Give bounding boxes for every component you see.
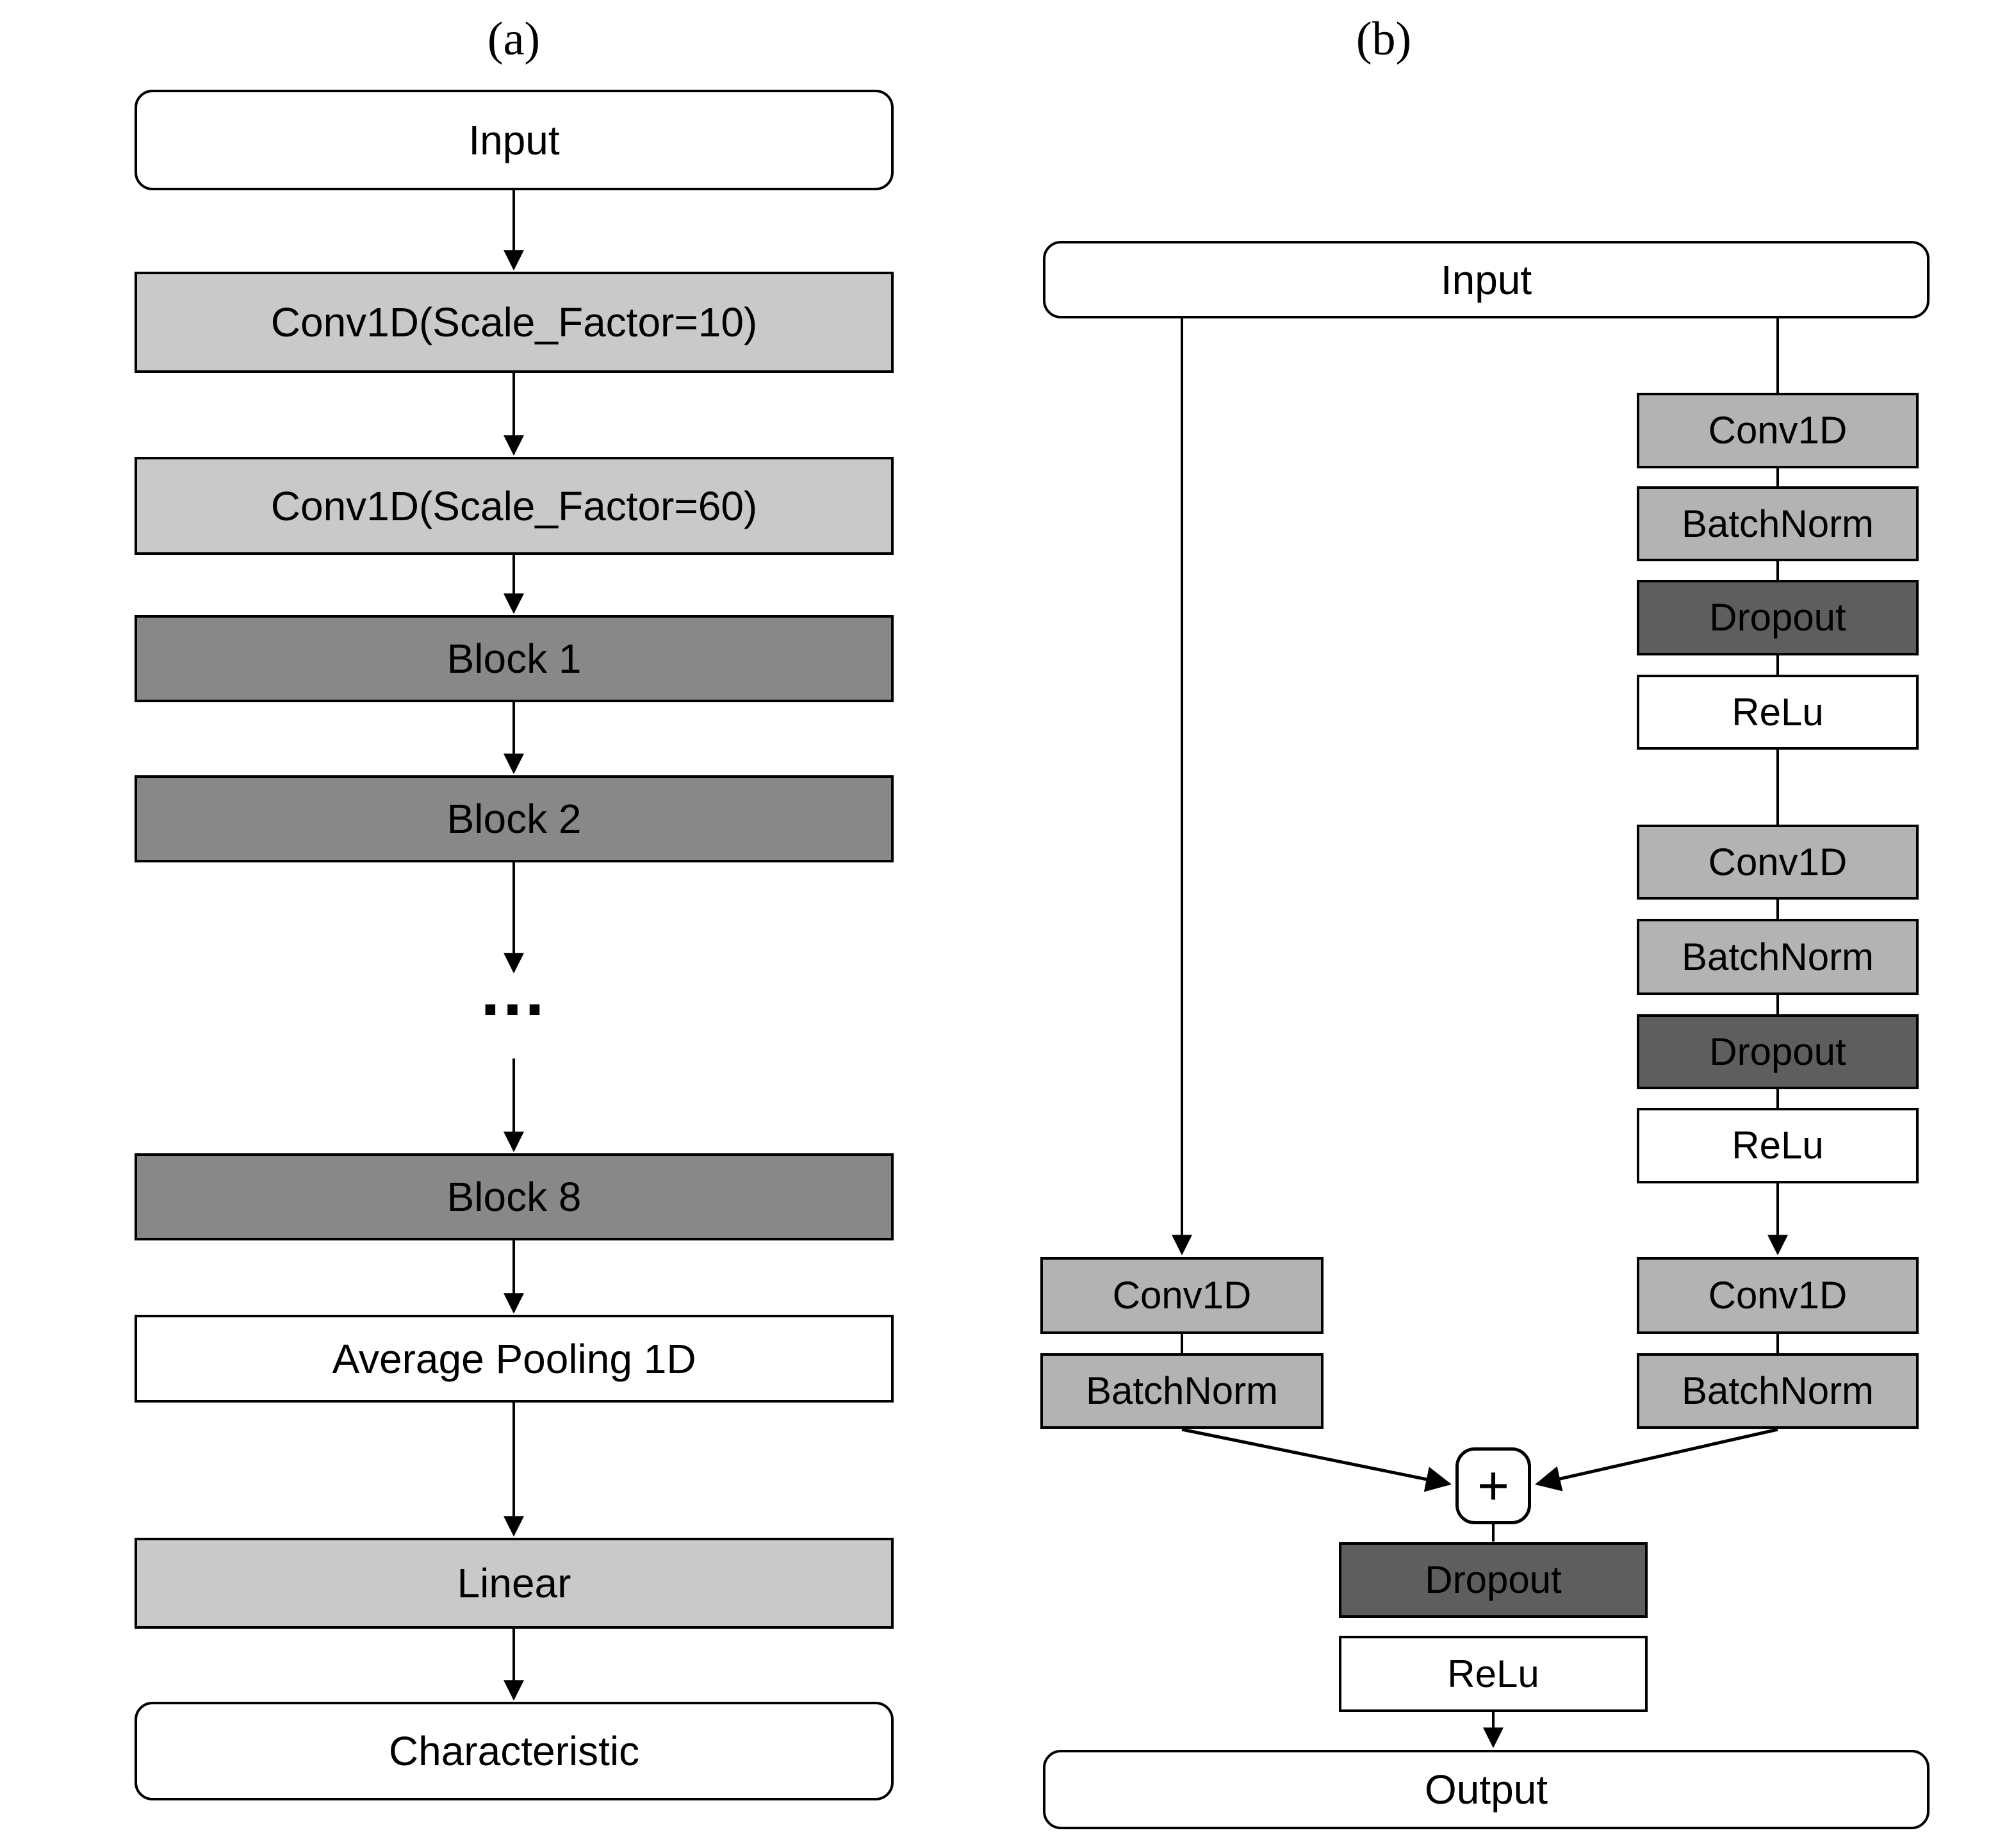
node-b-s1-relu: ReLu bbox=[1637, 675, 1919, 750]
node-a-average-pooling: Average Pooling 1D bbox=[135, 1315, 894, 1403]
node-a-block1: Block 1 bbox=[135, 615, 894, 702]
panel-b-label: (b) bbox=[1356, 12, 1412, 65]
edge-b-s3-bn-plus bbox=[1535, 1428, 1778, 1492]
node-b-s1-conv1d: Conv1D bbox=[1637, 393, 1919, 468]
node-a-input: Input bbox=[135, 90, 894, 190]
node-b-s2-relu: ReLu bbox=[1637, 1108, 1919, 1183]
panel-a-label: (a) bbox=[487, 12, 541, 65]
node-a-characteristic: Characteristic bbox=[135, 1702, 894, 1800]
node-b-output: Output bbox=[1043, 1750, 1930, 1829]
node-b-skip-batchnorm: BatchNorm bbox=[1040, 1353, 1324, 1429]
node-a-conv1d-scale60: Conv1D(Scale_Factor=60) bbox=[135, 457, 894, 555]
node-b-tail-relu: ReLu bbox=[1339, 1636, 1648, 1712]
node-b-s2-batchnorm: BatchNorm bbox=[1637, 919, 1919, 995]
edge-b-skip-bn-plus bbox=[1181, 1428, 1452, 1492]
node-a-conv1d-scale10: Conv1D(Scale_Factor=10) bbox=[135, 272, 894, 373]
node-b-input: Input bbox=[1043, 241, 1930, 318]
node-b-s3-conv1d: Conv1D bbox=[1637, 1257, 1919, 1334]
node-b-s1-dropout: Dropout bbox=[1637, 580, 1919, 655]
node-b-s1-batchnorm: BatchNorm bbox=[1637, 486, 1919, 561]
node-b-s2-dropout: Dropout bbox=[1637, 1014, 1919, 1089]
node-a-block2: Block 2 bbox=[135, 775, 894, 862]
node-b-s3-batchnorm: BatchNorm bbox=[1637, 1353, 1919, 1429]
node-b-s2-conv1d: Conv1D bbox=[1637, 825, 1919, 900]
node-b-add-merge: + bbox=[1455, 1447, 1531, 1524]
node-a-block8: Block 8 bbox=[135, 1153, 894, 1240]
ellipsis-blocks: ... bbox=[480, 951, 547, 1030]
node-a-linear: Linear bbox=[135, 1538, 894, 1629]
node-b-tail-dropout: Dropout bbox=[1339, 1542, 1648, 1618]
node-b-skip-conv1d: Conv1D bbox=[1040, 1257, 1324, 1334]
